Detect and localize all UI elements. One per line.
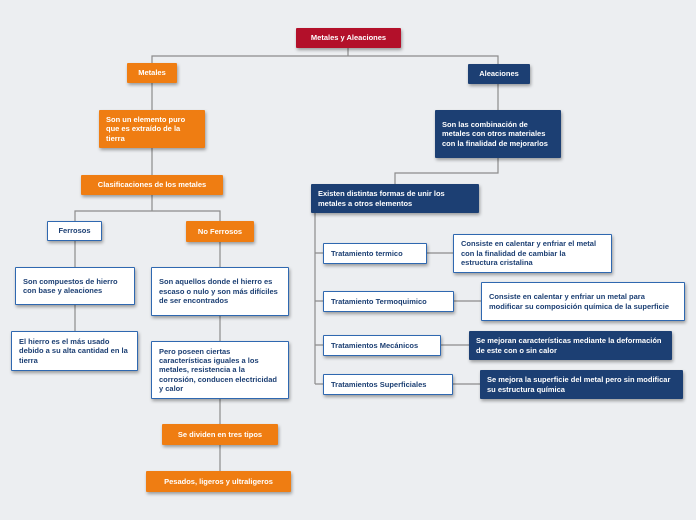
link-methods-trunk <box>314 213 323 385</box>
method-thermochemical-node[interactable]: Tratamiento Termoquimico <box>323 291 454 312</box>
link-definition-methods <box>394 158 499 184</box>
ferrosos-desc-node[interactable]: Son compuestos de hierro con base y alea… <box>15 267 135 305</box>
metales-definition-node[interactable]: Son un elemento puro que es extraído de … <box>99 110 205 148</box>
aleaciones-definition-node[interactable]: Son las combinación de metales con otros… <box>435 110 561 158</box>
no-ferrosos-node[interactable]: No Ferrosos <box>186 221 254 242</box>
types-node[interactable]: Pesados, ligeros y ultraligeros <box>146 471 291 492</box>
method-mechanical-node[interactable]: Tratamientos Mecánicos <box>323 335 441 356</box>
root-node[interactable]: Metales y Aleaciones <box>296 28 401 48</box>
no-ferrosos-traits-node[interactable]: Pero poseen ciertas características igua… <box>151 341 289 399</box>
no-ferrosos-desc-node[interactable]: Son aquellos donde el hierro es escaso o… <box>151 267 289 316</box>
link-root-branches <box>151 48 499 64</box>
types-heading-node[interactable]: Se dividen en tres tipos <box>162 424 278 445</box>
metales-node[interactable]: Metales <box>127 63 177 83</box>
method-surface-desc-node[interactable]: Se mejora la superficie del metal pero s… <box>480 370 683 399</box>
aleaciones-node[interactable]: Aleaciones <box>468 64 530 84</box>
ferrosos-example-node[interactable]: El hierro es el más usado debido a su al… <box>11 331 138 371</box>
ferrosos-node[interactable]: Ferrosos <box>47 221 102 241</box>
method-thermal-node[interactable]: Tratamiento termico <box>323 243 427 264</box>
method-mechanical-desc-node[interactable]: Se mejoran características mediante la d… <box>469 331 672 360</box>
link-classification-types <box>74 195 221 221</box>
method-thermochemical-desc-node[interactable]: Consiste en calentar y enfriar un metal … <box>481 282 685 321</box>
method-surface-node[interactable]: Tratamientos Superficiales <box>323 374 453 395</box>
method-thermal-desc-node[interactable]: Consiste en calentar y enfriar el metal … <box>453 234 612 273</box>
methods-intro-node[interactable]: Existen distintas formas de unir los met… <box>311 184 479 213</box>
metales-classification-node[interactable]: Clasificaciones de los metales <box>81 175 223 195</box>
